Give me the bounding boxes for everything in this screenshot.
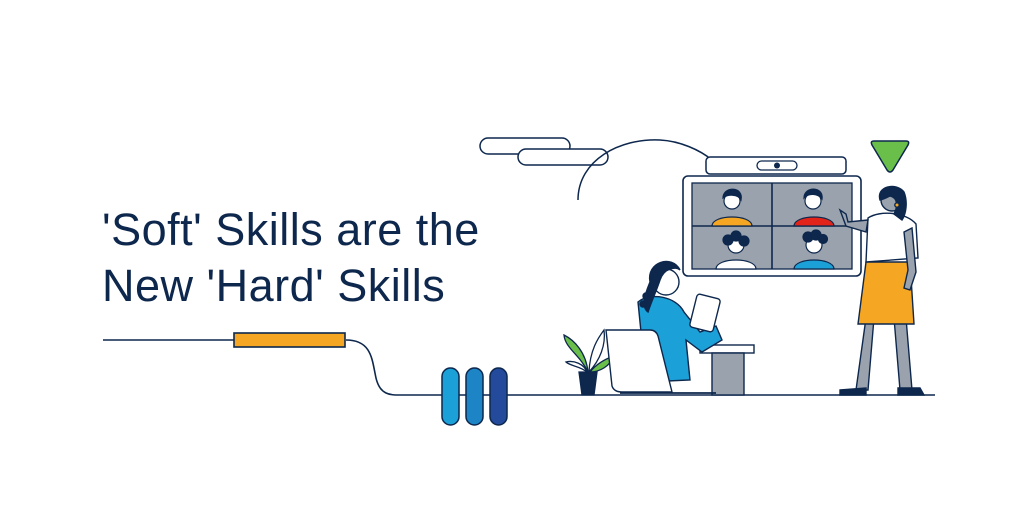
participant-tile-1 — [711, 188, 753, 227]
cloud-shapes — [479, 137, 609, 166]
headline-line-1: 'Soft' Skills are the — [102, 204, 480, 255]
video-wall-icon — [682, 175, 862, 277]
seated-person — [605, 260, 755, 396]
green-triangle-badge — [870, 140, 910, 173]
plant-icon — [563, 328, 616, 396]
participant-tile-3 — [715, 230, 757, 270]
orange-connector — [233, 332, 346, 348]
headline-line-2: New 'Hard' Skills — [102, 260, 446, 311]
camera-bar-icon — [705, 156, 847, 175]
headline: 'Soft' Skills are the New 'Hard' Skills — [102, 202, 480, 314]
standing-person — [838, 185, 926, 396]
signal-arc — [577, 139, 713, 201]
participant-tile-4 — [793, 229, 835, 270]
pill-bars — [441, 367, 508, 426]
participant-tile-2 — [793, 188, 835, 227]
cable-icon — [103, 339, 935, 396]
